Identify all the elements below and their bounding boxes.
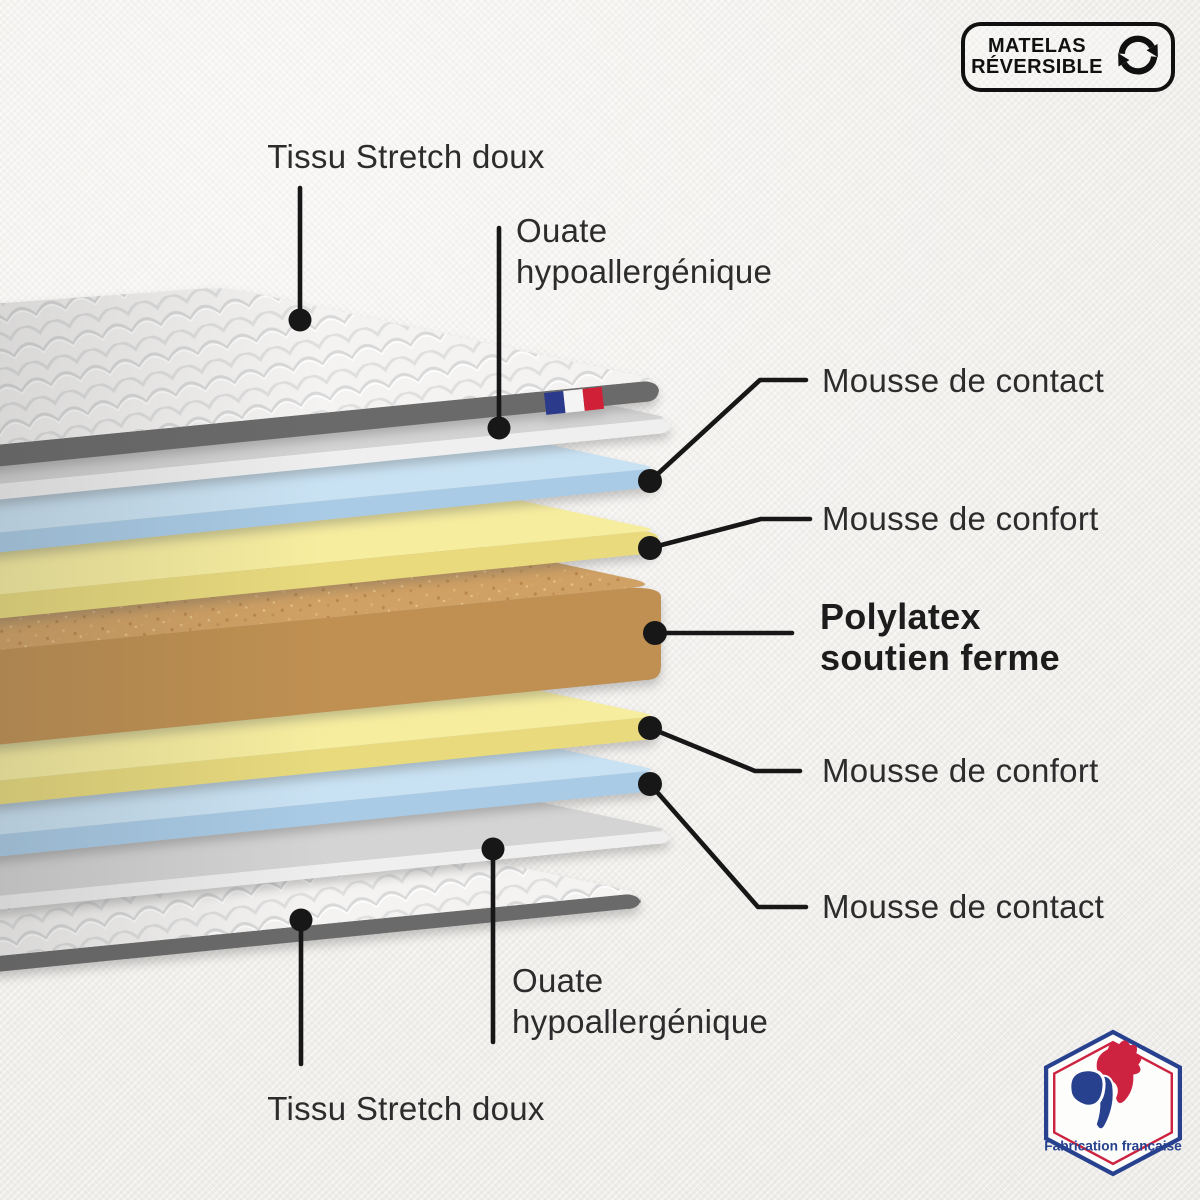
arrow-head-bottom	[1118, 53, 1130, 67]
rooster-wing-blue	[1068, 1068, 1106, 1108]
label-tissu-top: Tissu Stretch doux	[267, 138, 545, 175]
leader-confort-top	[647, 516, 813, 551]
label-mousse-confort-bottom: Mousse de confort	[822, 752, 1099, 789]
french-flag-tag	[544, 386, 605, 415]
leader-dot-contact-bottom	[638, 772, 662, 796]
leader-dot-ouate-bottom	[481, 837, 505, 861]
fabrication-francaise-badge: Fabrication française	[1043, 1029, 1182, 1177]
reversible-arrows-icon	[1118, 35, 1158, 75]
label-ouate-bottom: Ouate hypoallergénique	[512, 960, 768, 1042]
flag-white-stripe	[563, 388, 585, 413]
leader-dot-contact-top	[638, 469, 662, 493]
label-ouate-top: Ouate hypoallergénique	[516, 210, 772, 292]
label-mousse-contact-bottom: Mousse de contact	[822, 888, 1105, 925]
badge-line1: MATELAS	[988, 34, 1086, 57]
label-tissu-bottom: Tissu Stretch doux	[267, 1090, 545, 1127]
layer-contact-top-edge-shade	[0, 469, 659, 553]
label-ouate-top-line2: hypoallergénique	[516, 253, 773, 290]
flag-blue-stripe	[544, 390, 566, 415]
layer-ouate-top-edge-shade	[0, 419, 671, 500]
fabrication-francaise-logo: Fabrication française	[1038, 1028, 1188, 1178]
mattress-stack	[0, 288, 671, 972]
arrow-arc-bottom	[1121, 56, 1158, 75]
label-polylatex: Polylatex soutien ferme	[820, 596, 1060, 678]
label-mousse-contact-top: Mousse de contact	[822, 362, 1105, 399]
french-rooster-icon	[1068, 1040, 1142, 1131]
layer-tissu-top-edge-shade	[0, 381, 659, 467]
arrow-head-top	[1146, 43, 1158, 58]
leader-confort-bottom	[647, 725, 803, 774]
leader-dot-polylatex	[643, 621, 667, 645]
arrow-arc-top	[1118, 35, 1155, 55]
leader-contact-top	[647, 377, 809, 484]
label-mousse-confort-top: Mousse de confort	[822, 500, 1099, 537]
label-polylatex-line2: soutien ferme	[820, 637, 1060, 678]
badge-line2: RÉVERSIBLE	[971, 56, 1103, 78]
reversible-badge-text: MATELAS RÉVERSIBLE	[971, 34, 1103, 79]
layer-tissu-top	[0, 288, 659, 467]
rooster-head-red	[1096, 1040, 1142, 1104]
layer-contact-bottom-edge-shade	[0, 771, 659, 857]
layer-polylatex-edge-shade	[0, 587, 661, 745]
leader-dot-tissu-bottom	[289, 908, 313, 932]
label-ouate-bottom-line2: hypoallergénique	[512, 1003, 769, 1040]
layer-confort-top-edge-shade	[0, 531, 659, 619]
label-polylatex-line1: Polylatex	[820, 596, 981, 637]
leader-dots	[288, 308, 667, 932]
label-ouate-top-line1: Ouate	[516, 212, 608, 249]
label-ouate-bottom-line1: Ouate	[512, 962, 604, 999]
flag-red-stripe	[582, 386, 605, 411]
layer-tissu-top-surface-shade	[0, 288, 651, 445]
leader-dot-confort-top	[638, 536, 662, 560]
leader-contact-bottom	[647, 781, 809, 910]
reversible-badge: MATELAS RÉVERSIBLE	[961, 22, 1175, 92]
layer-tissu-bottom-edge-shade	[0, 894, 641, 972]
leader-dot-ouate-top	[487, 416, 511, 440]
leader-dot-confort-bottom	[638, 716, 662, 740]
leader-dot-tissu-top	[288, 308, 312, 332]
logo-hexagon-inner	[1053, 1040, 1173, 1166]
layer-confort-bottom-edge-shade	[0, 717, 659, 805]
logo-caption: Fabrication française	[1044, 1139, 1182, 1154]
leader-lines	[297, 185, 813, 1067]
